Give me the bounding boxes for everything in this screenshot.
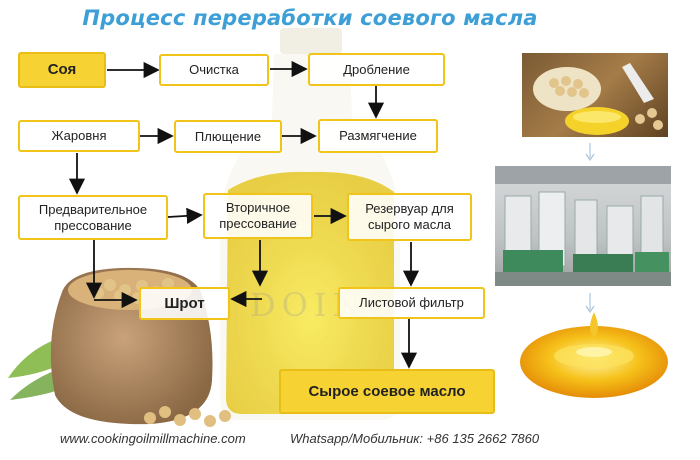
node-roasting: Жаровня [18, 120, 140, 152]
node-soy: Соя [18, 52, 106, 88]
footer-website: www.cookingoilmillmachine.com [60, 431, 246, 446]
node-meal: Шрот [139, 287, 230, 320]
node-crude-oil: Сырое соевое масло [279, 369, 495, 414]
node-crushing: Дробление [308, 53, 445, 86]
arrow-prepress-secondpress [168, 215, 201, 217]
node-secondpress: Вторичное прессование [203, 193, 313, 239]
node-softening: Размягчение [318, 119, 438, 153]
node-cleaning: Очистка [159, 54, 269, 86]
node-leaffilter: Листовой фильтр [338, 287, 485, 319]
node-prepress: Предварительное прессование [18, 195, 168, 240]
node-tank: Резервуар для сырого масла [347, 193, 472, 241]
footer-contact: Whatsapp/Мобильник: +86 135 2662 7860 [290, 431, 539, 446]
page-title: Процесс переработки соевого масла [0, 6, 620, 30]
node-flaking: Плющение [174, 120, 282, 153]
